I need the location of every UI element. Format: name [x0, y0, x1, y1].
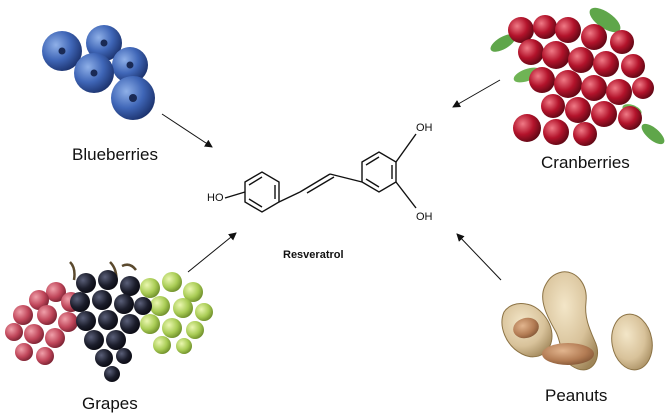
arrow-blueberries-to-molecule: [161, 113, 213, 148]
red-grapes: [5, 282, 81, 365]
blueberries-photo: [42, 25, 155, 120]
arrows: [161, 79, 502, 281]
label-grapes: Grapes: [82, 394, 138, 413]
arrow-cranberries-to-molecule: [452, 79, 501, 108]
label-peanuts: Peanuts: [545, 386, 608, 405]
atom-ho-left: HO: [207, 192, 224, 204]
atom-oh-top: OH: [416, 122, 433, 134]
arrow-peanuts-to-molecule: [456, 233, 502, 281]
grapes-photo: [5, 261, 213, 382]
dark-grapes: [70, 270, 152, 382]
arrow-grapes-to-molecule: [187, 232, 237, 273]
atom-oh-bottom: OH: [416, 211, 433, 223]
cranberries-photo: [490, 7, 665, 146]
molecule-name: Resveratrol: [283, 249, 344, 261]
resveratrol-structure: [224, 133, 417, 213]
label-cranberries: Cranberries: [541, 153, 630, 172]
peanuts-photo: [501, 271, 653, 371]
green-grapes: [140, 272, 213, 354]
label-blueberries: Blueberries: [72, 145, 158, 164]
